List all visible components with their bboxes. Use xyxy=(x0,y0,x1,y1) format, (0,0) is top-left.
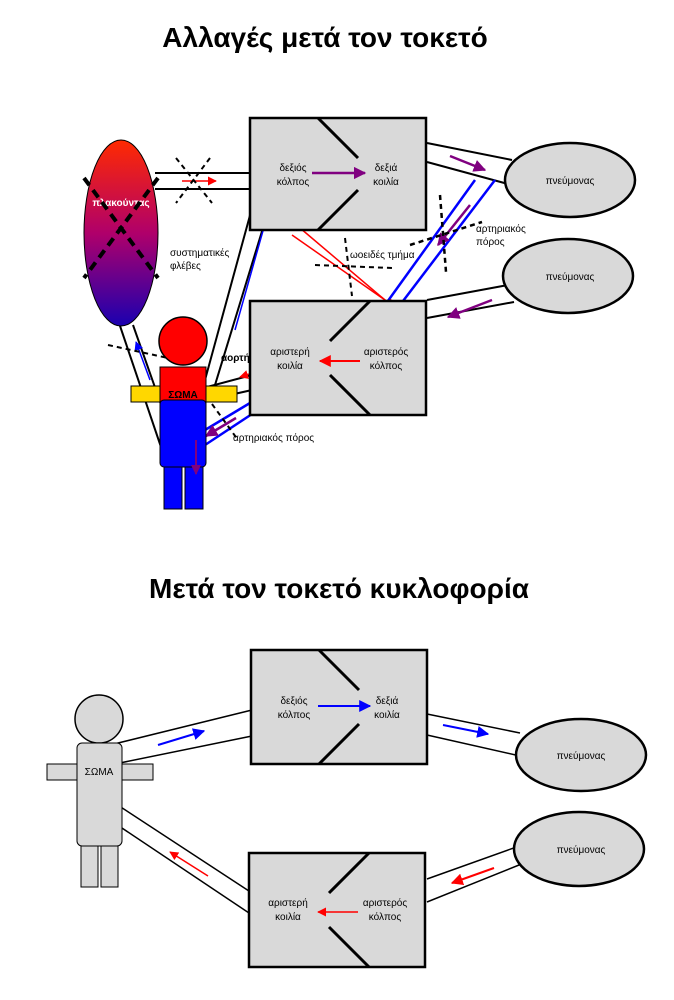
vessel-body-to-right xyxy=(109,709,253,766)
lung-lower-b: πνεύμονας xyxy=(512,810,646,888)
foramen-ovale-label: ωοειδές τμήμα xyxy=(350,249,415,261)
left-ventricle-label-2: κοιλία xyxy=(277,360,303,372)
foramen-ovale xyxy=(291,227,396,308)
left-ventricle-b-label-1: αριστερή xyxy=(268,897,308,909)
umbilical-vein xyxy=(155,157,250,204)
right-heart-box: δεξιός κόλπος δεξιά κοιλία xyxy=(248,116,428,232)
left-ventricle-label-1: αριστερή xyxy=(270,346,310,358)
ductus-arteriosus-lower xyxy=(204,398,256,447)
systemic-veins-label-1: συστηματικές xyxy=(170,247,229,259)
vessel-lung-to-left xyxy=(426,284,515,319)
left-atrium-b-label-2: κόλπος xyxy=(369,911,402,923)
body-figure: ΣΩΜΑ xyxy=(130,316,238,510)
body-figure-b: ΣΩΜΑ xyxy=(46,694,154,888)
lung-upper: πνεύμονας xyxy=(503,141,637,219)
left-heart-box-b: αριστερή κοιλία αριστερός κόλπος xyxy=(247,851,427,969)
right-atrium-label-1: δεξιός xyxy=(279,162,306,174)
ductus-right-label-2: πόρος xyxy=(476,236,505,248)
lung-upper-b: πνεύμονας xyxy=(514,717,648,793)
placenta-label: πλακούντας xyxy=(92,198,149,209)
body-b-label: ΣΩΜΑ xyxy=(85,767,114,778)
lung-lower-label: πνεύμονας xyxy=(546,271,595,283)
vessel-lung-to-left-b xyxy=(426,844,525,903)
right-atrium-b-label-1: δεξιός xyxy=(280,695,307,707)
ductus-right-label-1: αρτηριακός xyxy=(476,223,526,235)
placenta: πλακούντας xyxy=(82,139,160,327)
left-ventricle-b-label-2: κοιλία xyxy=(275,911,301,923)
ductus-bottom-label: αρτηριακός πόρος xyxy=(233,432,314,444)
vessel-right-to-lung-b xyxy=(426,713,521,757)
vessel-left-to-body xyxy=(109,799,253,916)
lung-lower: πνεύμονας xyxy=(501,237,635,315)
right-ventricle-label-2: κοιλία xyxy=(373,176,399,188)
ductus-arteriosus-upper xyxy=(383,179,496,306)
left-heart-box: αριστερή κοιλία αριστερός κόλπος xyxy=(248,299,428,417)
left-atrium-b-label-1: αριστερός xyxy=(363,897,408,909)
left-atrium-label-1: αριστερός xyxy=(364,346,409,358)
top-diagram: δεξιός κόλπος δεξιά κοιλία αριστερή κοιλ… xyxy=(82,116,637,510)
systemic-veins-label-2: φλέβες xyxy=(170,260,201,272)
right-atrium-label-2: κόλπος xyxy=(277,176,310,188)
right-ventricle-label-1: δεξιά xyxy=(375,162,398,174)
right-ventricle-b-label-2: κοιλία xyxy=(374,709,400,721)
body-label: ΣΩΜΑ xyxy=(168,390,198,401)
systemic-veins xyxy=(204,204,271,386)
right-ventricle-b-label-1: δεξιά xyxy=(376,695,399,707)
right-heart-box-b: δεξιός κόλπος δεξιά κοιλία xyxy=(249,648,429,766)
lung-upper-label: πνεύμονας xyxy=(546,175,595,187)
lung-upper-b-label: πνεύμονας xyxy=(557,750,606,762)
lung-lower-b-label: πνεύμονας xyxy=(557,844,606,856)
title-bottom: Μετά τον τοκετό κυκλοφορία xyxy=(149,573,529,604)
aorta-label: αορτή xyxy=(221,353,250,364)
left-atrium-label-2: κόλπος xyxy=(370,360,403,372)
vessel-right-to-lung xyxy=(426,142,513,185)
title-top: Αλλαγές μετά τον τοκετό xyxy=(162,22,487,53)
bottom-diagram: δεξιός κόλπος δεξιά κοιλία αριστερή κοιλ… xyxy=(46,648,648,969)
right-atrium-b-label-2: κόλπος xyxy=(278,709,311,721)
